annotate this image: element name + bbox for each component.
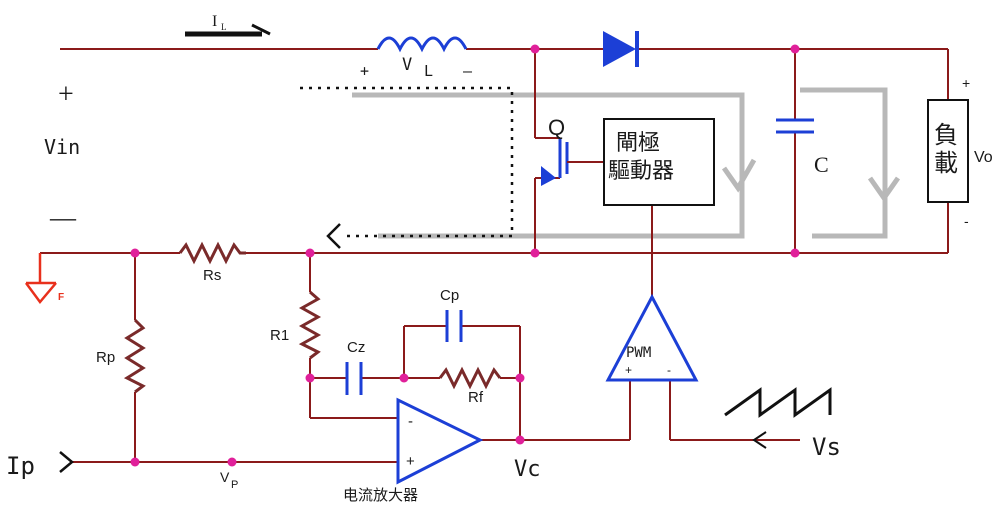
resistor-rs [178,241,246,265]
cp-label: Cp [440,287,459,304]
node [130,248,140,258]
mosfet-q [535,137,572,186]
node [305,248,315,258]
resistor-rf [438,366,502,390]
amp-plus: + [406,453,415,470]
rf-label: Rf [468,389,484,406]
inductor [376,36,468,53]
cz-label: Cz [347,339,365,356]
rs-label: Rs [203,267,221,284]
vin-plus: + [58,79,74,110]
capacitor-cp [445,310,463,342]
pwm-minus: - [667,363,671,377]
load-box [927,99,969,203]
capacitor-label: C [814,152,829,177]
vo-minus: - [964,213,969,229]
capacitor-cz [345,362,363,395]
vin-minus: — [49,203,77,232]
sawtooth-ramp [724,387,832,418]
node [530,248,540,258]
pwm-label: PWM [626,345,651,361]
ground-symbol [24,253,57,305]
amplifier-label: 电流放大器 [343,486,418,504]
il-label: I [212,13,217,30]
gate-driver-line1: 閘極 [616,131,660,156]
dotted-path-arrowhead [326,223,341,249]
vp-label: V [220,469,230,485]
dotted-path [300,86,514,238]
ip-label: Ip [6,452,35,480]
il-current-arrow [185,23,271,37]
current-path-arrows [352,87,901,239]
load-label-line1: 負 [934,121,958,149]
vo-plus: + [962,75,970,91]
resistor-r1 [298,290,322,360]
discharge-current-path [800,87,888,239]
output-capacitor [776,118,814,134]
junction-nodes [130,44,800,467]
charge-current-path [352,92,745,239]
node [790,248,800,258]
diode [603,31,639,67]
pwm-comparator [605,293,699,382]
wires [40,48,949,463]
gate-driver-box [603,118,715,206]
vin-label: Vin [44,135,80,159]
charge-path-arrowhead [721,158,757,193]
load-label-line2: 載 [934,149,958,177]
node [515,435,525,445]
node [130,457,140,467]
current-amplifier [396,397,484,485]
inductor-voltage-label: V [402,55,412,75]
node [530,44,540,54]
ip-arrow [59,451,74,473]
resistor-rp [123,318,146,394]
vs-arrow [752,431,767,449]
discharge-path-arrowhead [867,176,901,203]
vc-label: Vc [514,457,541,482]
inductor-voltage-sub: L [424,62,433,80]
vo-label: Vo [974,149,993,166]
inductor-plus-label: + [360,62,369,80]
node [305,373,315,383]
node [227,457,237,467]
il-label-sub: L [221,22,227,32]
switch-label: Q [548,115,565,140]
ground-mark: F [58,292,64,303]
pwm-plus: + [625,363,632,377]
r1-label: R1 [270,327,289,344]
inductor-minus-label: — [463,62,473,80]
vs-label: Vs [812,433,841,461]
vp-label-sub: P [231,479,238,491]
node [515,373,525,383]
rp-label: Rp [96,349,115,366]
node [399,373,409,383]
gate-driver-line2: 驅動器 [608,159,674,184]
amp-minus: - [408,413,413,430]
node [790,44,800,54]
